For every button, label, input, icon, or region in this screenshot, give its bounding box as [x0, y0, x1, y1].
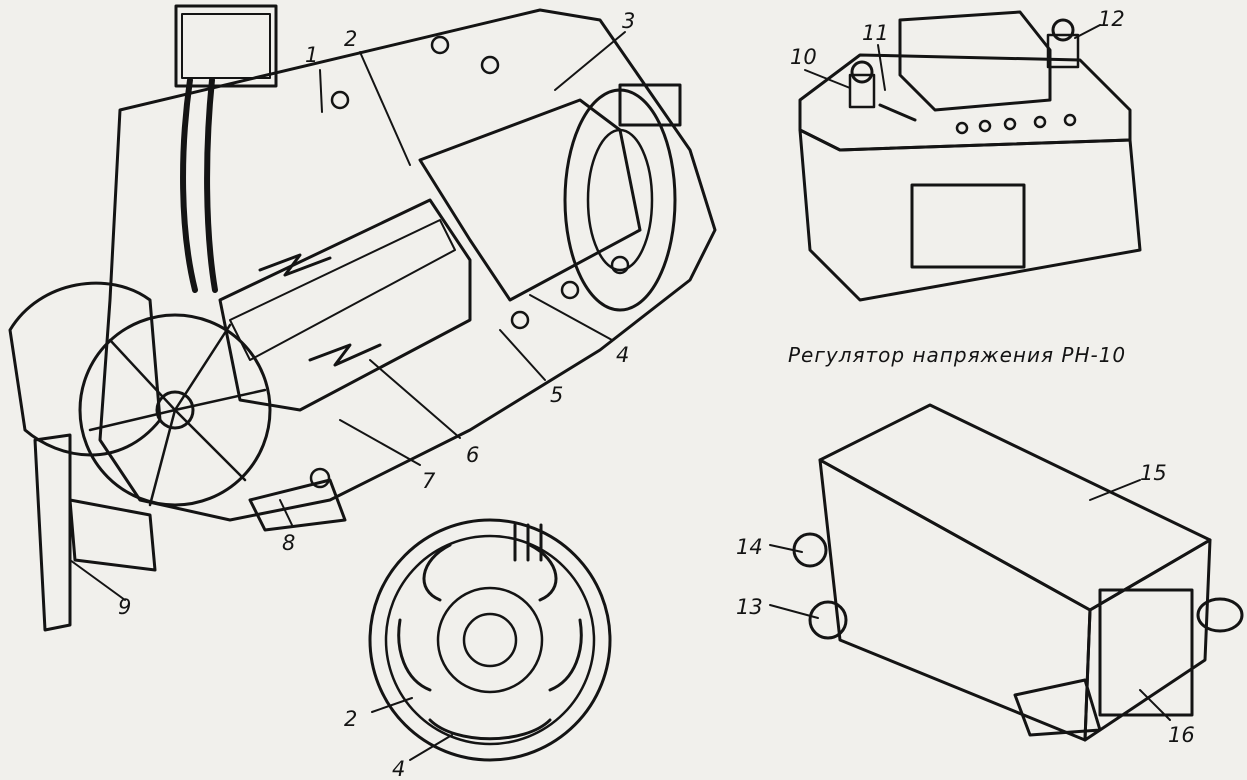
- label-9: 9: [118, 595, 131, 619]
- label-1: 1: [305, 43, 318, 67]
- label-15: 15: [1140, 461, 1167, 485]
- label-12: 12: [1098, 7, 1125, 31]
- label-stator-4: 4: [392, 757, 405, 780]
- label-11: 11: [862, 21, 889, 45]
- label-10: 10: [790, 45, 817, 69]
- label-8: 8: [282, 531, 295, 555]
- label-3: 3: [622, 9, 635, 33]
- label-2: 2: [344, 27, 357, 51]
- stator-cross-section: [368, 518, 612, 762]
- label-7: 7: [422, 469, 436, 493]
- callout-labels: 1 2 3 4 5 6 7 8 9 10 11 12 13 14 15 16 2…: [118, 7, 1195, 780]
- voltage-regulator-rn10: [798, 10, 1142, 302]
- leader-lines: [69, 24, 1171, 761]
- label-stator-2: 2: [344, 707, 357, 731]
- label-4: 4: [616, 343, 629, 367]
- regulator-box-unit: [792, 403, 1244, 742]
- generator-cutaway: [8, 4, 717, 632]
- label-6: 6: [466, 443, 479, 467]
- regulator-caption: Регулятор напряжения РН-10: [788, 343, 1126, 367]
- label-13: 13: [736, 595, 763, 619]
- label-5: 5: [550, 383, 563, 407]
- label-14: 14: [736, 535, 763, 559]
- label-16: 16: [1168, 723, 1195, 747]
